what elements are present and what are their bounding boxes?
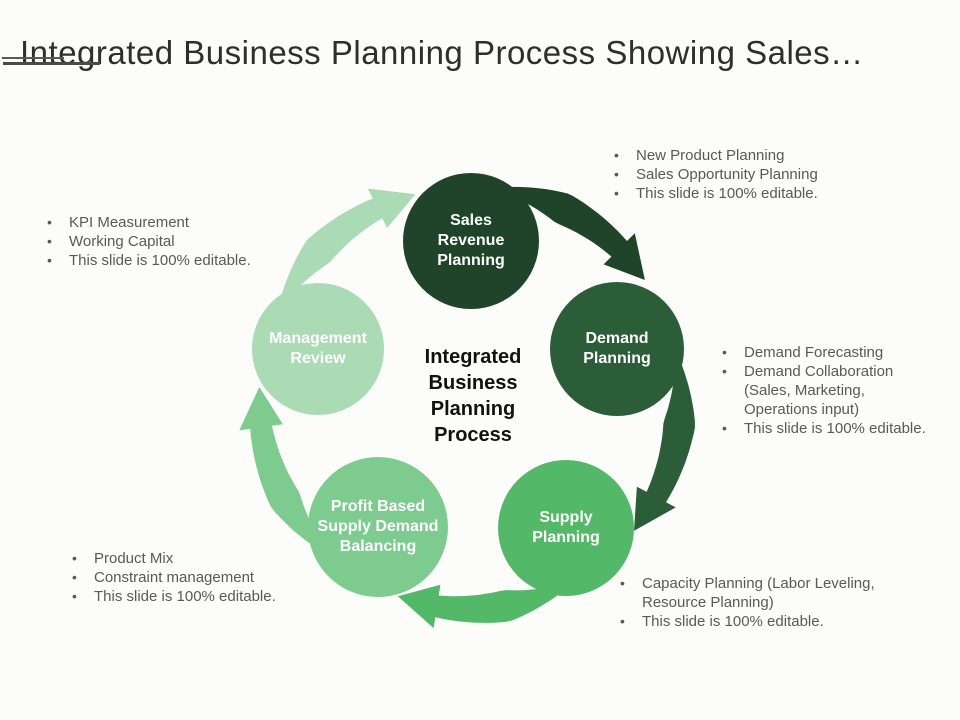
bullet-text: New Product Planning	[636, 147, 785, 164]
bullet-icon: •	[614, 147, 619, 163]
annotation-list-profit-based-balancing: • Product Mix • Constraint management • …	[70, 549, 330, 606]
annotation-list-supply-planning: • Capacity Planning (Labor Leveling, Res…	[618, 574, 910, 631]
annotation-list-sales-revenue: • New Product Planning • Sales Opportuni…	[612, 146, 862, 203]
bullet-icon: •	[620, 575, 625, 591]
bullet-icon: •	[72, 550, 77, 566]
bullet-icon: •	[614, 185, 619, 201]
bullet-item: • KPI Measurement	[45, 213, 315, 232]
bullet-icon: •	[72, 569, 77, 585]
circle-label: Management Review	[269, 330, 367, 367]
bullet-text: Sales Opportunity Planning	[636, 166, 818, 183]
bullet-item: • This slide is 100% editable.	[45, 251, 315, 270]
circle-profit-based-supply-demand-balancing: Profit Based Supply Demand Balancing	[308, 457, 448, 597]
bullet-item: • Working Capital	[45, 232, 315, 251]
bullet-item: • This slide is 100% editable.	[618, 612, 910, 631]
arrow-management-to-sales	[277, 188, 416, 313]
bullet-item: • New Product Planning	[612, 146, 862, 165]
diagram-center-title: Integrated Business Planning Process	[424, 346, 522, 446]
bullet-icon: •	[614, 166, 619, 182]
bullet-text: This slide is 100% editable.	[642, 613, 824, 630]
bullet-text: This slide is 100% editable.	[636, 185, 818, 202]
arrow-profit-to-management	[239, 387, 332, 558]
circle-label: Sales Revenue Planning	[437, 212, 505, 269]
bullet-item: • Capacity Planning (Labor Leveling, Res…	[618, 574, 910, 612]
bullet-icon: •	[47, 214, 52, 230]
circle-label: Supply Planning	[532, 509, 600, 546]
annotation-list-demand-planning: • Demand Forecasting • Demand Collaborat…	[720, 343, 938, 438]
bullet-text: This slide is 100% editable.	[744, 420, 926, 437]
bullet-item: • This slide is 100% editable.	[70, 587, 330, 606]
bullet-icon: •	[47, 233, 52, 249]
bullet-text: Working Capital	[69, 233, 175, 250]
bullet-icon: •	[620, 613, 625, 629]
slide-title: Integrated Business Planning Process Sho…	[20, 34, 864, 72]
bullet-text: Demand Collaboration (Sales, Marketing, …	[744, 363, 894, 418]
circle-label: Demand Planning	[583, 330, 651, 367]
bullet-item: • Sales Opportunity Planning	[612, 165, 862, 184]
arrow-supply-to-profit	[397, 580, 576, 629]
bullet-icon: •	[722, 344, 727, 360]
circle-supply-planning: Supply Planning	[498, 460, 634, 596]
circle-demand-planning: Demand Planning	[550, 282, 684, 416]
bullet-item: • Constraint management	[70, 568, 330, 587]
circle-sales-revenue-planning: Sales Revenue Planning	[403, 173, 539, 309]
bullet-text: This slide is 100% editable.	[69, 252, 251, 269]
bullet-text: This slide is 100% editable.	[94, 588, 276, 605]
bullet-item: • This slide is 100% editable.	[612, 184, 862, 203]
bullet-item: • Demand Forecasting	[720, 343, 938, 362]
circle-label: Profit Based Supply Demand Balancing	[317, 498, 439, 555]
arrow-demand-to-supply	[634, 350, 695, 531]
bullet-icon: •	[722, 363, 727, 379]
bullet-item: • This slide is 100% editable.	[720, 419, 938, 438]
bullet-item: • Demand Collaboration (Sales, Marketing…	[720, 362, 938, 419]
bullet-icon: •	[72, 588, 77, 604]
bullet-icon: •	[47, 252, 52, 268]
title-underline-long	[3, 62, 100, 65]
title-underline-short	[2, 57, 64, 59]
bullet-text: Capacity Planning (Labor Leveling, Resou…	[642, 575, 875, 611]
annotation-list-management-review: • KPI Measurement • Working Capital • Th…	[45, 213, 315, 270]
bullet-text: Product Mix	[94, 550, 174, 567]
bullet-text: Demand Forecasting	[744, 344, 884, 361]
circle-management-review: Management Review	[252, 283, 384, 415]
bullet-text: Constraint management	[94, 569, 255, 586]
bullet-text: KPI Measurement	[69, 214, 190, 231]
bullet-icon: •	[722, 420, 727, 436]
bullet-item: • Product Mix	[70, 549, 330, 568]
arrow-sales-to-demand	[492, 186, 645, 280]
